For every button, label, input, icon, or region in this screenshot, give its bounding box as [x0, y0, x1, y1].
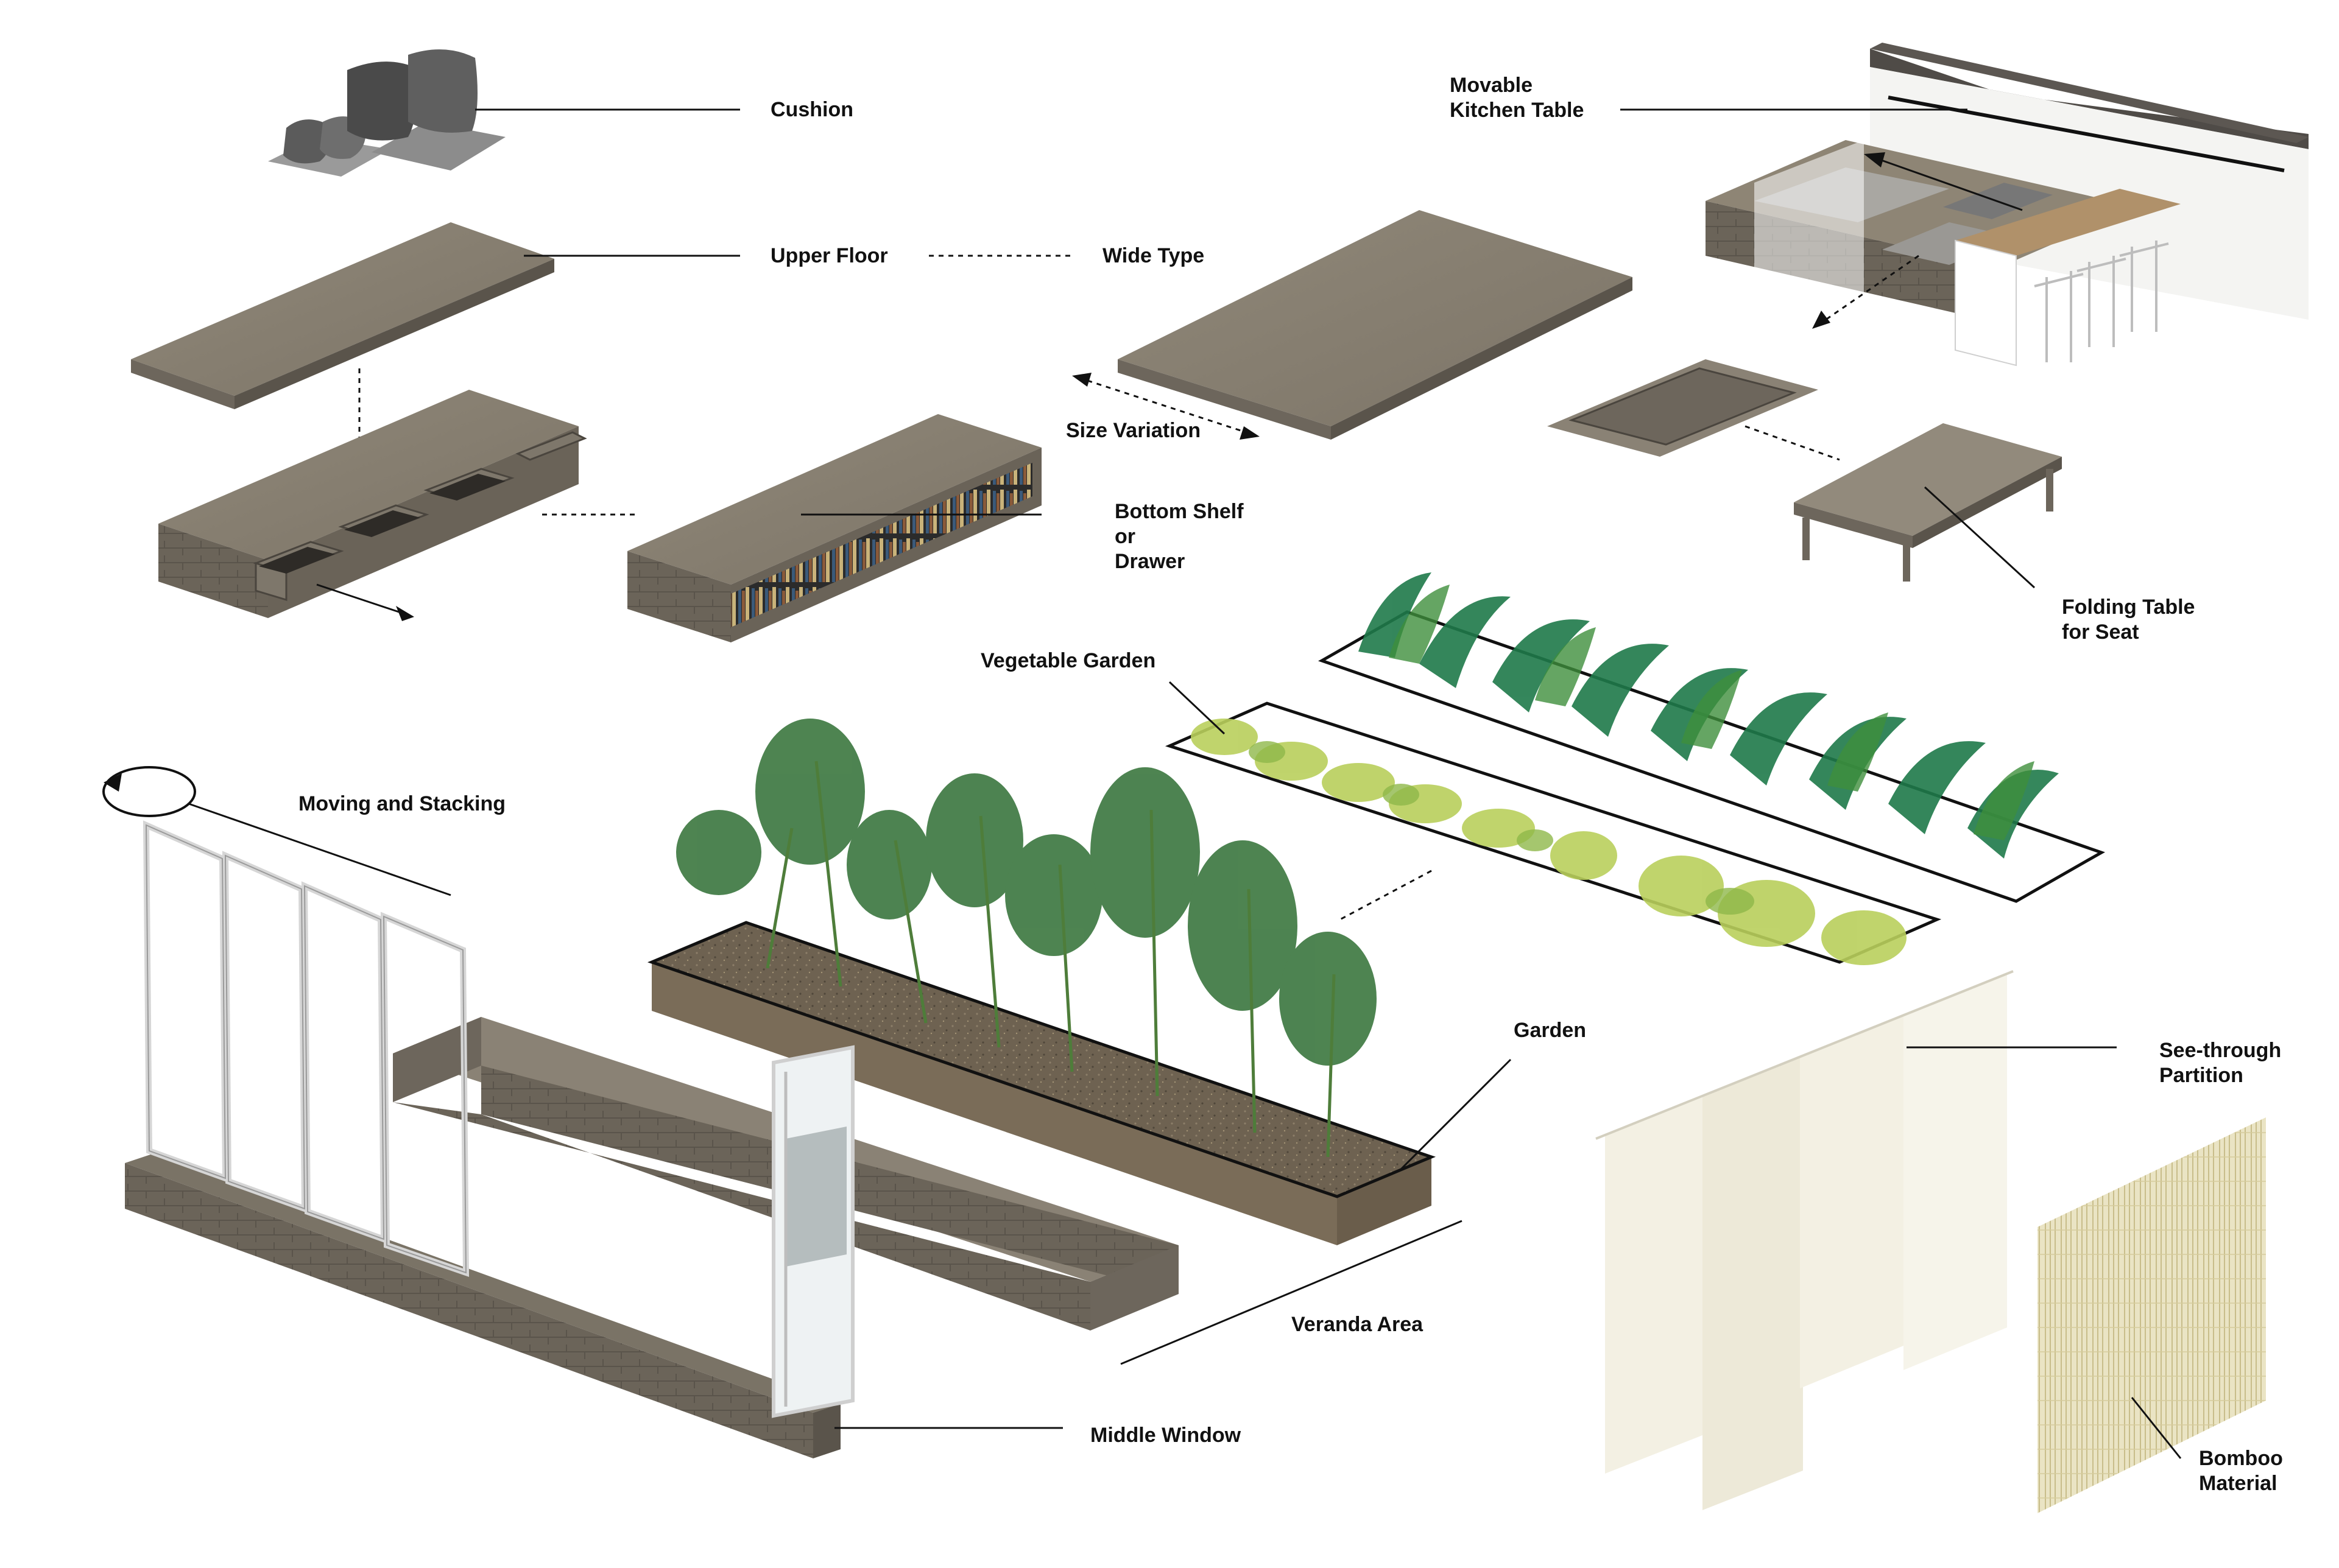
cushion-label: Cushion [771, 98, 853, 121]
kitchen-slide-arrow [1875, 157, 2023, 211]
bottom-shelf-label: Bottom Shelf or Drawer [1115, 500, 1244, 573]
folded-table [1547, 359, 1818, 457]
size-variation-arrow-head-left [1072, 373, 1092, 387]
kitchen-pull-arrow [1821, 255, 1919, 324]
drawer-arrow-head [396, 606, 414, 621]
bamboo-leader [2131, 1397, 2182, 1459]
bamboo-mat [2037, 1117, 2266, 1513]
size-variation-label: Size Variation [1066, 419, 1201, 442]
drawer-arrow-line [316, 583, 409, 616]
folding-table-leader [1924, 486, 2036, 589]
wide-type-label: Wide Type [1102, 244, 1205, 267]
garden-stack-connector [1339, 870, 1432, 921]
rotate-icon [102, 766, 196, 817]
size-variation-arrow-head-right [1240, 426, 1260, 440]
see-through-partition-label: See-through Partition [2159, 1039, 2282, 1087]
cushion-illustration [268, 49, 506, 177]
vegetable-garden [1165, 701, 1942, 965]
veranda-leader [1120, 1220, 1462, 1365]
drawer-unit [158, 390, 587, 618]
upper-floor-board [131, 222, 554, 409]
vegetable-garden-leader [1168, 681, 1226, 735]
folding-table [1794, 423, 2062, 582]
see-through-partition [1595, 970, 2014, 1510]
kitchen-slide-arrow-head [1864, 152, 1885, 167]
folding-connector [1745, 425, 1840, 461]
veranda-area-label: Veranda Area [1291, 1313, 1424, 1336]
size-variation-arrow [1078, 376, 1252, 435]
vegetable-garden-label: Vegetable Garden [981, 649, 1156, 672]
kitchen-table-label: Movable Kitchen Table [1450, 74, 1584, 122]
bamboo-material-label: Bomboo Material [2199, 1447, 2283, 1495]
bookshelf-unit [627, 414, 1042, 642]
kitchen-table [1706, 43, 2309, 367]
window-wall [125, 820, 855, 1458]
rotate-icon-head [104, 773, 122, 792]
grass-planter [1318, 572, 2106, 903]
upper-floor-label: Upper Floor [771, 244, 888, 267]
kitchen-pull-arrow-head [1812, 311, 1830, 329]
moving-stacking-label: Moving and Stacking [298, 792, 506, 815]
bamboo-planter [647, 719, 1436, 1245]
middle-window-label: Middle Window [1090, 1424, 1241, 1447]
stacking-arrow-line [188, 803, 451, 896]
garden-label: Garden [1514, 1019, 1587, 1042]
wide-type-board [1118, 210, 1632, 440]
folding-table-label: Folding Table for Seat [2062, 596, 2195, 644]
garden-leader [1400, 1058, 1512, 1170]
